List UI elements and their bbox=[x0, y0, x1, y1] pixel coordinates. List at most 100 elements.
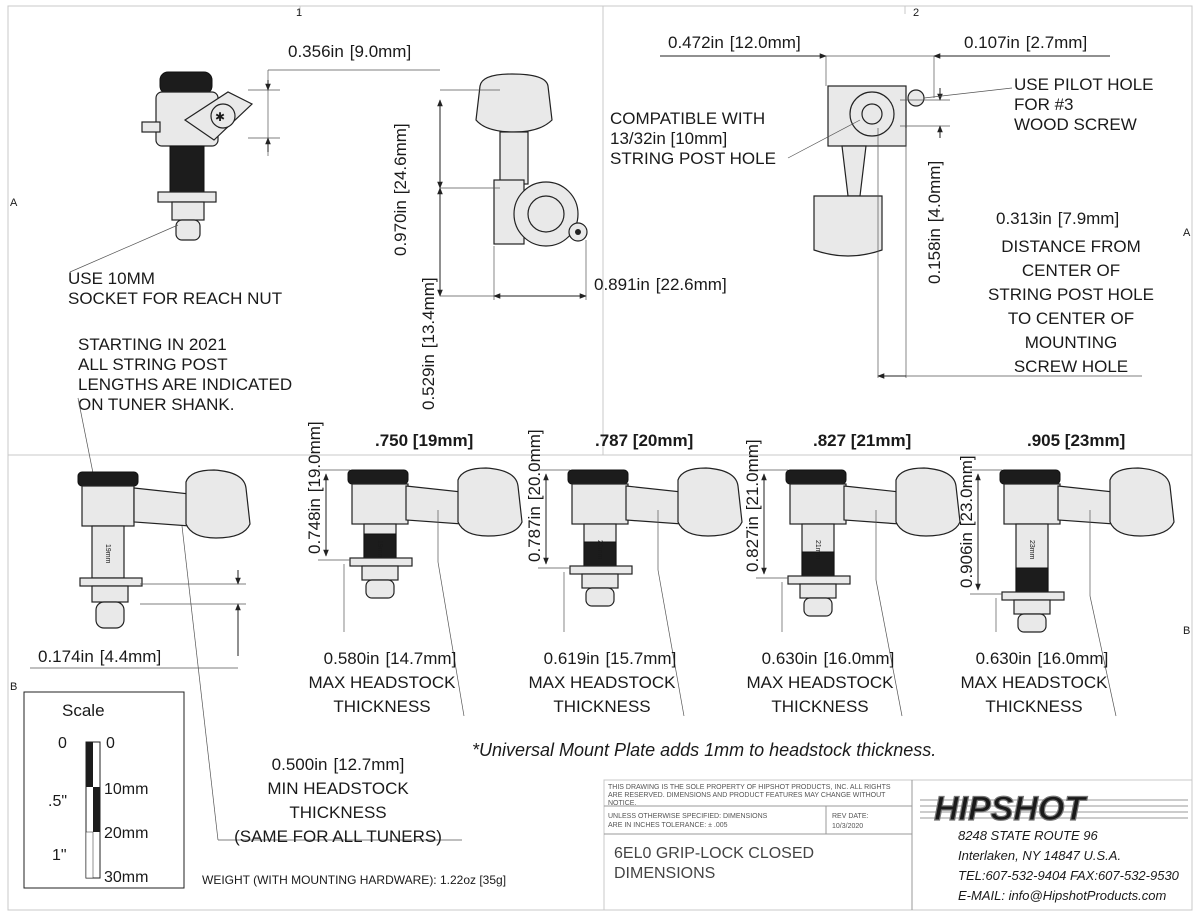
start-note-line-2: ALL STRING POST bbox=[78, 355, 228, 374]
shank-label: 19mm bbox=[376, 540, 383, 560]
sheet-border: 1 2 A B A B bbox=[7, 5, 1193, 911]
generic-side-tuner-view: STARTING IN 2021 ALL STRING POST LENGTHS… bbox=[30, 335, 462, 841]
tuner-button bbox=[1109, 467, 1175, 537]
rev-date-value: 10/3/2020 bbox=[832, 823, 863, 830]
scale-mm-30: 30mm bbox=[104, 869, 148, 886]
compat-note-line-3: STRING POST HOLE bbox=[610, 149, 776, 168]
tolerance-line-1: UNLESS OTHERWISE SPECIFIED: DIMENSIONS bbox=[608, 813, 768, 820]
min-note-line-1: MIN HEADSTOCK bbox=[267, 779, 409, 798]
start-note-line-4: ON TUNER SHANK. bbox=[78, 395, 235, 414]
nut bbox=[799, 583, 837, 599]
distance-note-line-5: MOUNTING bbox=[1025, 333, 1118, 352]
housing bbox=[571, 483, 629, 525]
housing bbox=[1003, 483, 1061, 525]
shank-label: 20mm bbox=[596, 540, 603, 560]
max-headstock-label-1: MAX HEADSTOCK bbox=[308, 673, 456, 692]
tuner-height-dim: 0.906in[23.0mm] bbox=[957, 455, 976, 588]
distance-note-line-1: DISTANCE FROM bbox=[1001, 237, 1140, 256]
zone-label-b-left: B bbox=[10, 681, 17, 693]
scale-legend: Scale 0 .5" 1" 0 10mm 20mm 30mm bbox=[23, 691, 185, 889]
address-line-2: Interlaken, NY 14847 U.S.A. bbox=[958, 848, 1121, 863]
min-note-line-3: (SAME FOR ALL TUNERS) bbox=[234, 827, 442, 846]
thread bbox=[1015, 567, 1049, 593]
drawing-title-line-1: 6EL0 GRIP-LOCK CLOSED bbox=[614, 845, 814, 862]
distance-note-line-6: SCREW HOLE bbox=[1014, 357, 1128, 376]
tuner-variant-2: .787 [20mm]20mm0.787in[20.0mm]0.619in[15… bbox=[525, 429, 743, 717]
dim-0529-label: 0.529in[13.4mm] bbox=[419, 277, 438, 410]
max-headstock-label-1: MAX HEADSTOCK bbox=[746, 673, 894, 692]
dim-0313-label: 0.313in[7.9mm] bbox=[996, 209, 1119, 228]
nut bbox=[581, 573, 619, 589]
dim-0891-label: 0.891in[22.6mm] bbox=[594, 275, 727, 294]
hipshot-logo: HIPSHOT bbox=[920, 789, 1188, 829]
address-line-1: 8248 STATE ROUTE 96 bbox=[958, 828, 1098, 843]
scale-mm-0: 0 bbox=[106, 735, 115, 752]
brand-mark-icon: ✱ bbox=[215, 110, 225, 124]
phone-fax: TEL:607-532-9404 FAX:607-532-9530 bbox=[958, 868, 1180, 883]
tuner-variant-1: .750 [19mm]19mm0.748in[19.0mm]0.580in[14… bbox=[305, 421, 523, 717]
knob bbox=[785, 469, 847, 485]
universal-plate-note: *Universal Mount Plate adds 1mm to heads… bbox=[472, 740, 936, 760]
washer bbox=[787, 575, 851, 585]
title-block: THIS DRAWING IS THE SOLE PROPERTY OF HIP… bbox=[603, 779, 1193, 911]
dim-0158-label: 0.158in[4.0mm] bbox=[925, 161, 944, 284]
max-headstock-dim: 0.630in[16.0mm] bbox=[976, 649, 1109, 668]
pilot-note-line-3: WOOD SCREW bbox=[1014, 115, 1137, 134]
rev-date-label: REV DATE: bbox=[832, 813, 868, 820]
post-tip bbox=[365, 579, 395, 599]
min-headstock-note: 0.500in[12.7mm] MIN HEADSTOCK THICKNESS … bbox=[234, 755, 442, 846]
zone-label-1: 1 bbox=[296, 7, 302, 19]
housing-neck bbox=[843, 485, 901, 525]
tuner-variants: .750 [19mm]19mm0.748in[19.0mm]0.580in[14… bbox=[305, 421, 1175, 717]
weight-note: WEIGHT (WITH MOUNTING HARDWARE): 1.22oz … bbox=[202, 873, 506, 887]
max-headstock-label-2: THICKNESS bbox=[333, 697, 430, 716]
washer bbox=[1001, 591, 1065, 601]
thread bbox=[363, 533, 397, 559]
max-headstock-label-2: THICKNESS bbox=[771, 697, 868, 716]
max-headstock-label-2: THICKNESS bbox=[985, 697, 1082, 716]
start-note-line-1: STARTING IN 2021 bbox=[78, 335, 227, 354]
distance-note-line-3: STRING POST HOLE bbox=[988, 285, 1154, 304]
housing bbox=[789, 483, 847, 525]
zone-label-a-left: A bbox=[10, 197, 18, 209]
nut bbox=[1013, 599, 1051, 615]
nut bbox=[361, 565, 399, 581]
scale-in-half: .5" bbox=[48, 793, 67, 810]
shank-label: 23mm bbox=[1028, 540, 1035, 560]
scale-mm-20: 20mm bbox=[104, 825, 148, 842]
zone-label-b-right: B bbox=[1183, 625, 1190, 637]
post-tip bbox=[585, 587, 615, 607]
distance-note-line-2: CENTER OF bbox=[1022, 261, 1120, 280]
scale-in-1: 1" bbox=[52, 847, 67, 864]
prop-line-2: ARE RESERVED. DIMENSIONS AND PRODUCT FEA… bbox=[608, 792, 886, 799]
knob bbox=[567, 469, 629, 485]
start-note-line-3: LENGTHS ARE INDICATED bbox=[78, 375, 292, 394]
isometric-tuner-view: ✱ 0.356in[9.0mm] USE 10MM SOCKET FOR REA… bbox=[68, 42, 440, 308]
pilot-note-line-1: USE PILOT HOLE bbox=[1014, 75, 1154, 94]
prop-line-3: NOTICE. bbox=[608, 800, 636, 807]
top-right-tuner-view: 0.472in[12.0mm] 0.107in[2.7mm] 0.158in[4… bbox=[610, 33, 1154, 379]
dim-0107-label: 0.107in[2.7mm] bbox=[964, 33, 1087, 52]
max-headstock-label-2: THICKNESS bbox=[553, 697, 650, 716]
tuner-height-dim: 0.787in[20.0mm] bbox=[525, 429, 544, 562]
compat-note-line-1: COMPATIBLE WITH bbox=[610, 109, 765, 128]
tuner-title: .827 [21mm] bbox=[813, 431, 911, 450]
socket-note-line-1: USE 10MM bbox=[68, 269, 155, 288]
zone-label-a-right: A bbox=[1183, 227, 1191, 239]
tuner-variant-4: .905 [23mm]23mm0.906in[23.0mm]0.630in[16… bbox=[957, 431, 1175, 717]
housing bbox=[351, 483, 409, 525]
max-headstock-label-1: MAX HEADSTOCK bbox=[960, 673, 1108, 692]
washer bbox=[569, 565, 633, 575]
tolerance-line-2: ARE IN INCHES TOLERANCE: ± .005 bbox=[608, 822, 728, 829]
shank-label: 19mm bbox=[104, 544, 111, 564]
tuner-button bbox=[457, 467, 523, 537]
tuner-title: .787 [20mm] bbox=[595, 431, 693, 450]
pilot-note-line-2: FOR #3 bbox=[1014, 95, 1074, 114]
knob bbox=[999, 469, 1061, 485]
zone-label-2: 2 bbox=[913, 7, 919, 19]
tuner-title: .750 [19mm] bbox=[375, 431, 473, 450]
housing-neck bbox=[1057, 485, 1115, 525]
post-tip bbox=[803, 597, 833, 617]
dim-0356-label: 0.356in[9.0mm] bbox=[288, 42, 411, 61]
scale-in-0: 0 bbox=[58, 735, 67, 752]
